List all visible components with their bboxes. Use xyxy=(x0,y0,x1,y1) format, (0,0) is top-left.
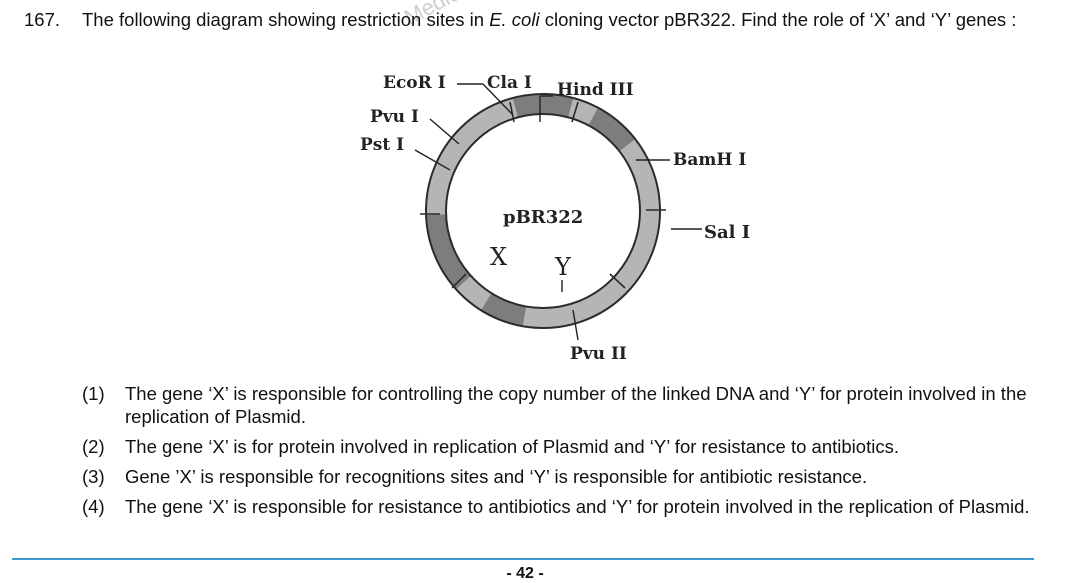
option-number: (4) xyxy=(82,496,105,517)
site-label-bamhi: BamH I xyxy=(673,150,746,170)
option-number: (2) xyxy=(82,436,105,457)
ring-inner-edge xyxy=(445,113,641,309)
option-text: Gene ’X’ is responsible for recognitions… xyxy=(125,466,868,487)
option-text: The gene ‘X’ is responsible for controll… xyxy=(125,383,1027,427)
ring-segment-top xyxy=(512,94,574,118)
plasmid-map-svg: EcoR I Cla I Hind III Pvu I Pst I BamH I… xyxy=(360,73,750,364)
site-label-ecori: EcoR I xyxy=(383,73,446,93)
footer-divider xyxy=(12,558,1034,560)
plasmid-ring xyxy=(420,93,666,329)
site-label-hindiii: Hind III xyxy=(557,80,634,100)
option-2[interactable]: (2) The gene ‘X’ is for protein involved… xyxy=(82,435,1042,458)
gene-x-label: X xyxy=(490,243,507,271)
ring-segment-left xyxy=(426,214,472,290)
ring-segment-right xyxy=(588,107,636,152)
option-3[interactable]: (3) Gene ’X’ is responsible for recognit… xyxy=(82,465,1042,488)
site-label-psti: Pst I xyxy=(360,135,404,155)
plasmid-name-label: pBR322 xyxy=(503,207,583,228)
option-text: The gene ‘X’ is responsible for resistan… xyxy=(125,496,1030,517)
question-number: 167. xyxy=(24,9,61,30)
question-text-italic: E. coli xyxy=(489,9,540,30)
option-1[interactable]: (1) The gene ‘X’ is responsible for cont… xyxy=(82,382,1042,428)
option-4[interactable]: (4) The gene ‘X’ is responsible for resi… xyxy=(82,495,1042,518)
gene-y-label: Y xyxy=(554,253,572,281)
option-number: (3) xyxy=(82,466,105,487)
ring-dividers xyxy=(420,101,666,289)
question-text: The following diagram showing restrictio… xyxy=(82,8,1052,31)
site-pointer-lines xyxy=(414,83,702,341)
question-text-part-1: The following diagram showing restrictio… xyxy=(82,9,490,30)
option-text: The gene ‘X’ is for protein involved in … xyxy=(125,436,899,457)
question-text-part-2: cloning vector pBR322. Find the role of … xyxy=(539,9,1017,30)
answer-options: (1) The gene ‘X’ is responsible for cont… xyxy=(82,382,1042,525)
ring-segment-bottom xyxy=(481,293,527,327)
site-label-sali: Sal I xyxy=(704,222,750,243)
site-label-pvuii: Pvu II xyxy=(570,344,627,364)
pbr322-diagram: EcoR I Cla I Hind III Pvu I Pst I BamH I… xyxy=(340,62,780,367)
site-label-clai: Cla I xyxy=(487,73,532,93)
site-label-pvui: Pvu I xyxy=(370,107,419,127)
ring-outer-edge xyxy=(425,93,661,329)
option-number: (1) xyxy=(82,383,105,404)
page-number: - 42 - xyxy=(506,565,544,582)
